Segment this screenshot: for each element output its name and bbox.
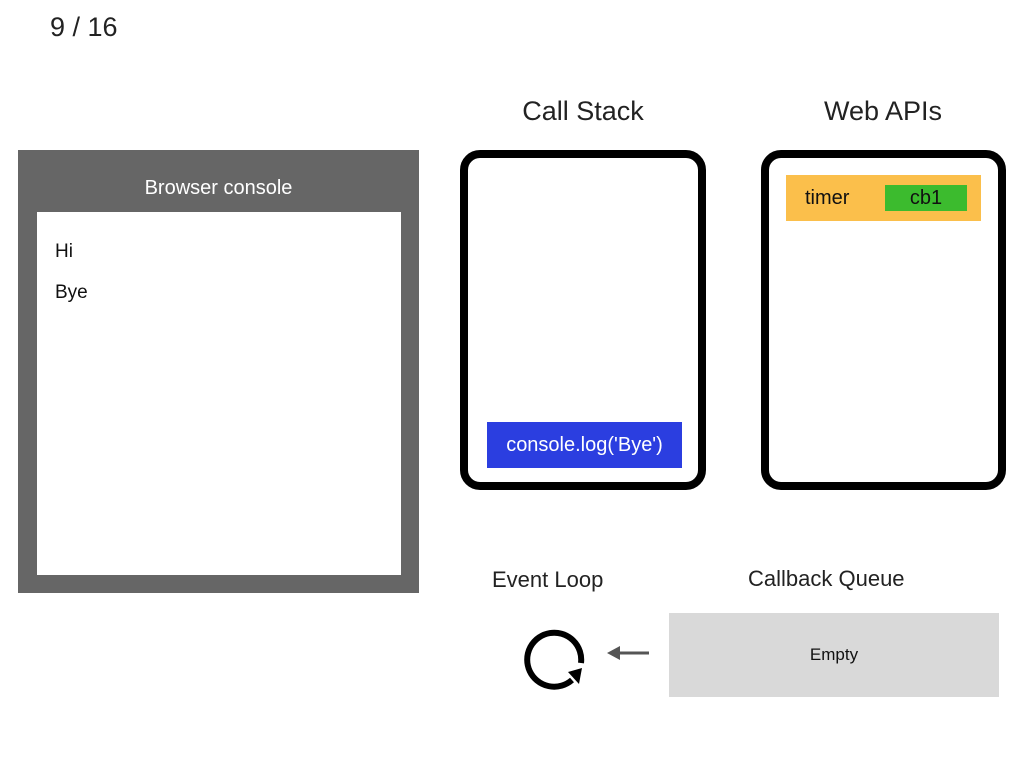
timer-label: timer	[805, 187, 850, 209]
circular-arrow-icon	[524, 629, 585, 690]
console-line: Hi	[55, 241, 73, 262]
callback-queue-status: Empty	[809, 645, 859, 664]
console-output: Hi Bye	[37, 212, 401, 575]
call-stack-frame: console.log('Bye')	[487, 422, 682, 468]
slide-counter: 9 / 16	[50, 12, 118, 42]
callback-queue-box: Empty	[669, 613, 999, 697]
console-line: Bye	[55, 282, 88, 303]
callback-queue-title: Callback Queue	[748, 566, 905, 591]
web-apis-box: timer cb1	[761, 150, 1006, 490]
timer-item: timer cb1	[786, 175, 981, 221]
call-stack-title: Call Stack	[522, 96, 644, 126]
browser-console-title: Browser console	[144, 177, 293, 199]
left-arrow-icon	[607, 646, 649, 660]
browser-console-panel: Browser console Hi Bye	[18, 150, 419, 593]
call-stack-box: console.log('Bye')	[460, 150, 706, 490]
web-apis-title: Web APIs	[823, 96, 943, 126]
timer-callback: cb1	[885, 185, 967, 211]
event-loop-title: Event Loop	[492, 567, 604, 592]
